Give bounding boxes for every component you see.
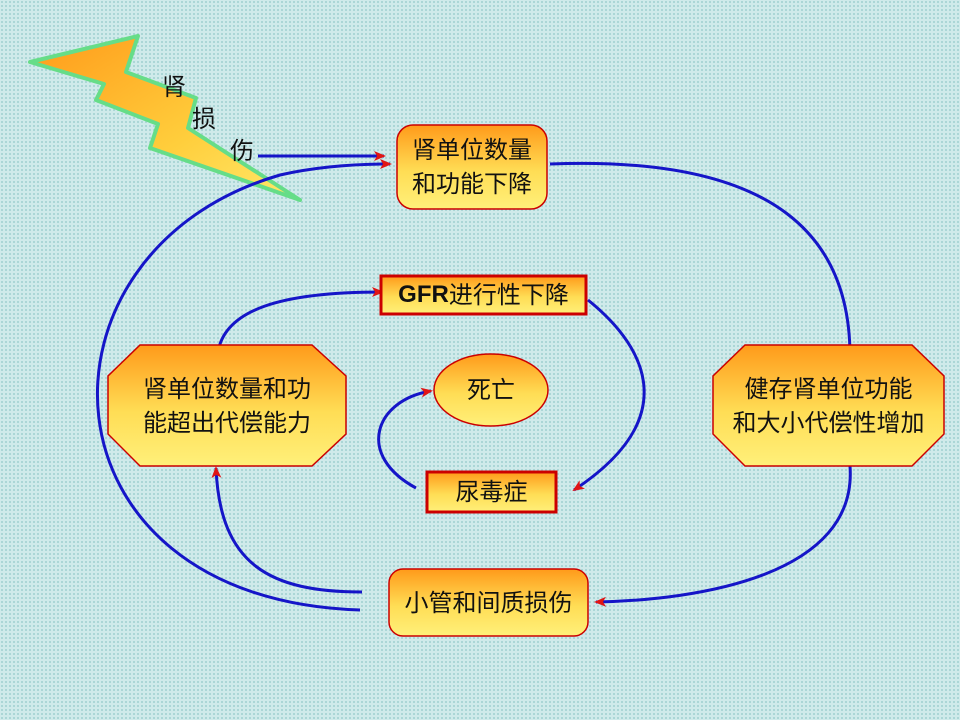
node-right-label: 健存肾单位功能 和大小代偿性增加 [713, 345, 944, 466]
node-right-line2: 和大小代偿性增加 [732, 408, 925, 437]
node-gfr-strong: GFR [398, 281, 449, 308]
lightning-bolt [28, 34, 302, 202]
node-top-line2: 和功能下降 [412, 170, 532, 198]
node-right [712, 344, 945, 467]
node-top-line1: 肾单位数量 [412, 136, 532, 164]
node-uremia-label: 尿毒症 [455, 478, 528, 506]
node-gfr-rest: 进行性下降 [448, 281, 569, 309]
node-uremia [425, 470, 558, 514]
node-top-label: 肾单位数量 和功能下降 [397, 125, 547, 209]
node-death-label: 死亡 [467, 376, 515, 404]
node-gfr [379, 274, 588, 316]
node-left-label: 肾单位数量和功 能超出代偿能力 [108, 345, 346, 466]
node-top [396, 124, 548, 210]
node-right-line1: 健存肾单位功能 [744, 374, 913, 403]
arrow-bottom-to-top-loop [96, 159, 392, 612]
arrow-left-to-gfr [216, 287, 384, 353]
arrow-top-to-right [549, 161, 855, 358]
lightning-char-3: 伤 [230, 137, 254, 165]
node-death [433, 353, 549, 427]
node-left [107, 344, 347, 467]
arrow-right-to-bottom [594, 465, 852, 607]
arrow-uremia-to-death [377, 387, 433, 490]
node-left-line1: 肾单位数量和功 [143, 374, 311, 403]
arrow-gfr-to-uremia [572, 298, 646, 492]
node-left-line2: 能超出代偿能力 [143, 408, 311, 437]
lightning-char-2: 损 [192, 105, 216, 133]
node-bottom [388, 568, 589, 637]
arrow-bottom-to-left [211, 466, 363, 594]
node-bottom-label: 小管和间质损伤 [404, 588, 573, 617]
lightning-char-1: 肾 [162, 73, 186, 101]
